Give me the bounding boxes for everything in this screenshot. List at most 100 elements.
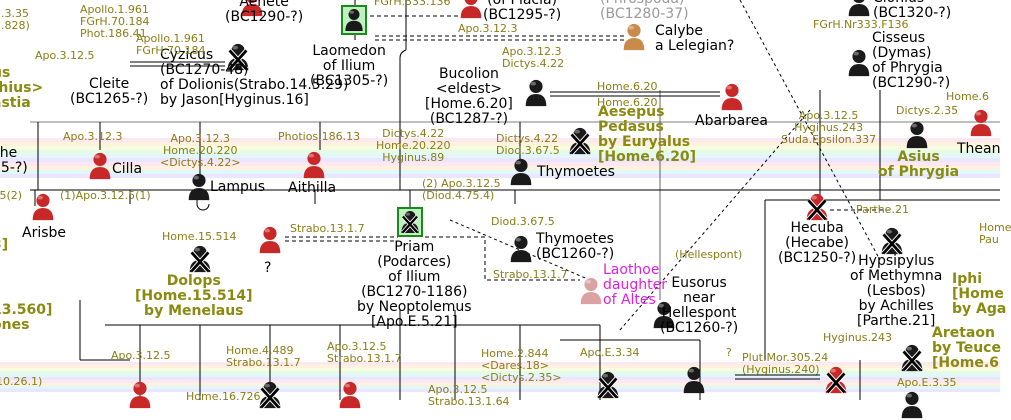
person-icon — [186, 244, 214, 274]
person-icon — [256, 225, 284, 255]
left-gold-fragment-2: 3]s — [0, 237, 9, 268]
clonius-label: Clonius(BC1320-?) — [873, 0, 952, 21]
dolops-label: Dolops[Home.15.514]by Menelaus — [135, 273, 253, 319]
abarbarea-label: Abarbarea — [695, 113, 768, 129]
ref-37: Apo.E.3.35 — [897, 376, 957, 389]
ref-26: Strabo.13.1.7 — [493, 268, 568, 281]
hecuba-label: Hecuba(Hecabe)(BC1250-?) — [778, 220, 857, 266]
generation-band — [0, 377, 1000, 380]
generation-band — [0, 383, 1000, 386]
bucolion-label: Bucolion<eldest>[Home.6.20](BC1287-?) — [425, 66, 513, 127]
person-icon — [29, 192, 57, 222]
ref-33: Apo.E.3.34 — [580, 346, 640, 359]
cyzicus-label: Cyzicus(BC1270-48)of Dolionis(Strabo.14.… — [160, 47, 349, 108]
unknown-label: ? — [264, 260, 272, 276]
thymoetes-label: Thymoetes — [537, 164, 615, 180]
ref-27: (Hellespont) — [675, 248, 743, 261]
ref-22: Parthe.21 — [856, 203, 909, 216]
aenete-label: Aenete(BC1290-?) — [225, 0, 304, 25]
ref-5: Apo.3.12.5 — [35, 49, 95, 62]
person-icon — [594, 370, 622, 400]
generation-band — [0, 374, 1000, 377]
person-icon — [620, 22, 648, 52]
ref-39: Home.16.726 — [186, 390, 261, 403]
person-icon — [341, 5, 367, 35]
arisbe-label: Arisbe — [22, 225, 67, 241]
ref-4: FGrH.333.136 — [374, 0, 451, 8]
person-icon — [86, 151, 114, 181]
person-icon — [238, 0, 266, 18]
ref-25: Diod.3.67.5 — [491, 215, 555, 228]
priam-label: Priam(Podarces)of Ilium(BC1270-1186)by N… — [357, 239, 472, 330]
person-icon — [845, 0, 873, 18]
person-icon — [507, 234, 535, 264]
ref-12: Apo.3.12.3 — [63, 130, 123, 143]
generation-band — [0, 158, 1000, 162]
person-icon — [457, 0, 485, 20]
generation-band — [0, 150, 1000, 154]
ref-40: 10.26.1) — [0, 375, 43, 388]
generation-band — [0, 386, 1000, 389]
person-icon — [822, 365, 850, 395]
person-icon — [522, 78, 550, 108]
person-icon — [898, 390, 926, 420]
ref-18: Home.6 — [946, 90, 989, 103]
ref-32: Home.2.844<Dares.18><Dictys.2.35> — [481, 347, 562, 384]
aithilla-label: Aithilla — [288, 180, 337, 196]
left-gold-fragment-1: us[hius>astia — [0, 65, 44, 111]
lampus-label: Lampus — [210, 179, 266, 195]
ref-20: (1)Apo.3.12.5(1) — [60, 189, 151, 202]
person-icon — [566, 126, 594, 156]
generation-band — [0, 365, 1000, 368]
cleite-label: Cleite(BC1265-?) — [70, 76, 149, 107]
ref-23: Home.15.514 — [162, 230, 237, 243]
person-icon — [967, 108, 995, 138]
generation-band — [0, 368, 1000, 371]
ref-24: Strabo.13.1.7 — [290, 222, 365, 235]
generation-band — [0, 362, 1000, 365]
generation-band — [0, 142, 1000, 146]
ref-21: (2) Apo.3.12.5(Diod.4.75.4) — [422, 177, 501, 202]
person-icon — [336, 380, 364, 410]
ref-36: Plut.Mor.305.24(Hyginus.240) — [742, 351, 829, 376]
ref-9: Home.6.20 — [597, 96, 658, 109]
ref-34: ? — [726, 346, 732, 359]
ref-8: Home.6.20 — [597, 80, 658, 93]
person-icon — [718, 82, 746, 112]
person-icon — [256, 380, 284, 410]
cisseus-label: Cisseus(Dymas)of Phrygia(BC1290-?) — [872, 30, 951, 91]
generation-band — [0, 162, 1000, 166]
ref-1: 2.3.352.828) — [0, 7, 30, 32]
ref-10: FGrH.Nr333.F136 — [813, 18, 909, 31]
person-icon — [224, 42, 252, 72]
ref-16: Dictys.2.35 — [896, 104, 959, 117]
person-icon — [680, 365, 708, 395]
person-icon — [903, 120, 931, 150]
person-icon — [845, 48, 873, 78]
generation-band — [0, 170, 1000, 174]
ref-6: Apo.3.12.3 — [458, 22, 518, 35]
person-icon — [185, 172, 213, 202]
generation-band — [0, 138, 1000, 142]
person-icon — [803, 192, 831, 222]
person-icon — [577, 276, 605, 306]
person-icon — [650, 300, 678, 330]
generation-band — [0, 389, 1000, 392]
theano-label: Thean — [957, 141, 1001, 157]
placia-label: (of Placia)(BC1295-?) — [483, 0, 562, 23]
